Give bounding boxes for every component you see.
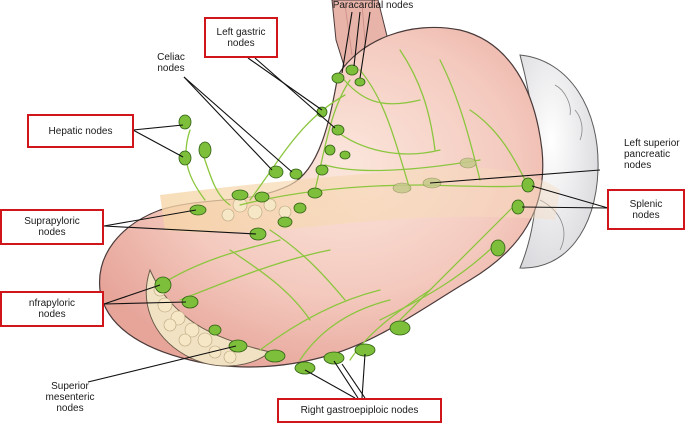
leader-lines (87, 11, 609, 399)
label-left-gastric-nodes: Left gastric nodes (204, 17, 278, 58)
label-left-superior-pancreatic-nodes: Left superior pancreatic nodes (624, 138, 680, 171)
label-paracardial-nodes: Paracardial nodes (332, 0, 414, 11)
lymph-nodes (154, 64, 535, 375)
label-splenic-nodes: Splenic nodes (607, 189, 685, 230)
label-suprapyloric-nodes: Suprapyloric nodes (0, 209, 104, 245)
label-superior-mesenteric-nodes: Superior mesenteric nodes (45, 381, 95, 414)
label-hepatic-nodes: Hepatic nodes (27, 114, 134, 148)
label-right-gastroepiploic-nodes: Right gastroepiploic nodes (277, 398, 442, 423)
label-celiac-nodes: Celiac nodes (157, 52, 185, 74)
pancreatic-nodes (392, 157, 477, 194)
fat-lobules (153, 197, 292, 364)
label-infrapyloric-nodes: nfrapyloric nodes (0, 291, 104, 327)
